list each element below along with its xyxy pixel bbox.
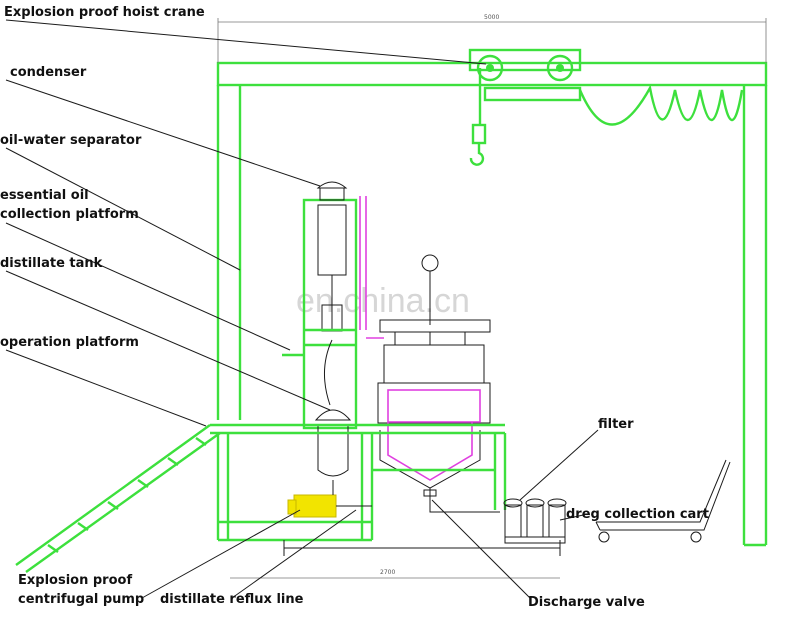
reflux-piping: 2700 xyxy=(230,480,561,579)
operation-platform xyxy=(210,423,507,542)
label-discharge-valve: Discharge valve xyxy=(528,595,645,610)
crane-gantry: 5000 xyxy=(216,14,768,547)
label-oil-water-separator: oil-water separator xyxy=(0,133,142,148)
label-distillate-tank: distillate tank xyxy=(0,256,103,271)
leader-lines xyxy=(5,19,599,599)
bottom-dimension: 2700 xyxy=(380,569,395,576)
hoist-trolley xyxy=(468,48,582,166)
centrifugal-pump xyxy=(287,494,356,518)
festoon-cable xyxy=(578,84,744,126)
label-hoist-crane: Explosion proof hoist crane xyxy=(4,5,205,20)
label-essential-oil-line2: collection platform xyxy=(0,207,139,222)
filter xyxy=(503,498,567,544)
label-pump-line1: Explosion proof xyxy=(18,573,132,588)
label-filter: filter xyxy=(598,417,634,432)
label-pump-line2: centrifugal pump xyxy=(18,592,144,607)
label-dreg-cart: dreg collection cart xyxy=(566,507,709,522)
distillate-tank xyxy=(314,339,352,477)
stairs xyxy=(15,424,221,573)
label-reflux-line: distillate reflux line xyxy=(160,592,304,607)
dreg-collection-cart xyxy=(595,459,731,543)
extraction-tank xyxy=(366,254,491,500)
label-condenser: condenser xyxy=(10,65,87,80)
label-operation-platform: operation platform xyxy=(0,335,139,350)
watermark: en.china.cn xyxy=(296,282,470,320)
top-dimension: 5000 xyxy=(484,14,499,21)
labels: Explosion proof hoist crane condenser oi… xyxy=(0,5,709,610)
label-essential-oil-line1: essential oil xyxy=(0,188,89,203)
